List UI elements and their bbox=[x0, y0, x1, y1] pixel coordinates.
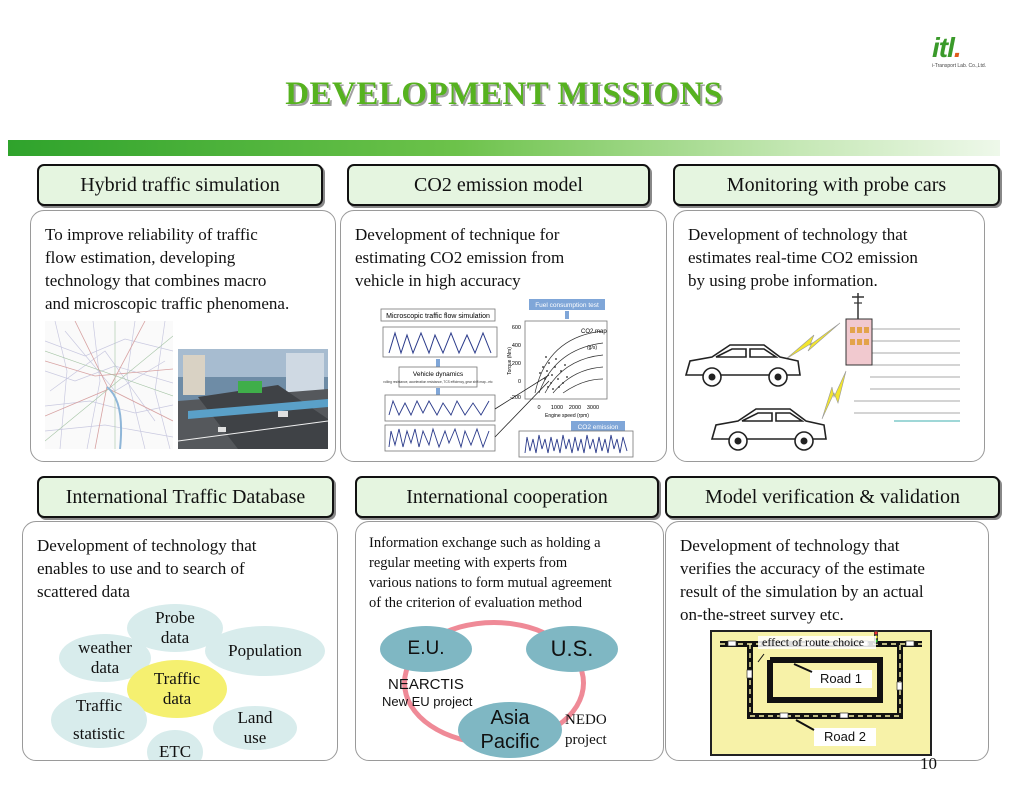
verification-description: Development of technology that verifies … bbox=[680, 536, 925, 624]
route-choice-map: effect of route choice Road 1 Road 2 bbox=[710, 630, 932, 756]
co2-y-tick: 600 bbox=[512, 325, 521, 331]
engine-speed-label: Engine speed (rpm) bbox=[545, 413, 589, 419]
bubble-population: Population bbox=[205, 626, 325, 676]
road-2-label: Road 2 bbox=[824, 729, 866, 744]
co2-unit-label: (g/s) bbox=[587, 345, 597, 351]
road-1-label: Road 1 bbox=[820, 671, 862, 686]
title-gradient-bar bbox=[8, 140, 1000, 156]
bubble-etc: ETC bbox=[147, 730, 203, 760]
panel-co2-emission-model: Development of technique for estimating … bbox=[340, 210, 667, 462]
panel-hybrid-traffic-simulation: To improve reliability of traffic flow e… bbox=[30, 210, 336, 462]
panel-international-cooperation: Information exchange such as holding a r… bbox=[355, 521, 664, 761]
heading-co2-emission-model: CO2 emission model bbox=[347, 164, 650, 206]
co2-emission-label: CO2 emission bbox=[578, 424, 619, 431]
probe-description: Development of technology that estimates… bbox=[688, 225, 918, 290]
heading-international-cooperation: International cooperation bbox=[355, 476, 659, 518]
co2-x-tick: 2000 bbox=[569, 405, 581, 411]
heading-model-verification-validation: Model verification & validation bbox=[665, 476, 1000, 518]
vehicle-dynamics-sub: rolling resistance, acceleration resista… bbox=[383, 380, 493, 384]
co2-x-tick: 0 bbox=[537, 405, 540, 411]
logo-subtitle: i-Transport Lab. Co.,Ltd. bbox=[932, 63, 987, 69]
cooperation-description: Information exchange such as holding a r… bbox=[369, 535, 612, 611]
company-logo: itl. i-Transport Lab. Co.,Ltd. bbox=[932, 34, 1000, 74]
co2-x-tick: 1000 bbox=[551, 405, 563, 411]
database-description: Development of technology that enables t… bbox=[37, 536, 257, 601]
torque-axis-label: Torque (Nm) bbox=[507, 347, 513, 375]
hybrid-description: To improve reliability of traffic flow e… bbox=[45, 225, 290, 313]
heading-hybrid-traffic-simulation: Hybrid traffic simulation bbox=[37, 164, 323, 206]
co2-y-tick: 0 bbox=[518, 379, 521, 385]
micro-sim-label: Microscopic traffic flow simulation bbox=[386, 313, 490, 320]
macro-network-map bbox=[45, 321, 173, 449]
page-number: 10 bbox=[920, 754, 937, 773]
co2-model-figure: Microscopic traffic flow simulation Vehi… bbox=[380, 299, 634, 458]
micro-simulation-screenshot bbox=[178, 349, 328, 449]
node-eu: E.U. bbox=[380, 626, 472, 672]
panel-model-verification-validation: Development of technology that verifies … bbox=[665, 521, 989, 761]
co2-description: Development of technique for estimating … bbox=[355, 225, 565, 290]
node-us: U.S. bbox=[526, 626, 618, 672]
heading-international-traffic-database: International Traffic Database bbox=[37, 476, 334, 518]
co2-y-tick: 200 bbox=[512, 361, 521, 367]
route-choice-caption: effect of route choice bbox=[762, 635, 864, 649]
co2-x-tick: 3000 bbox=[587, 405, 599, 411]
co2-y-tick: 400 bbox=[512, 343, 521, 349]
logo-mark: itl. bbox=[932, 32, 962, 63]
panel-monitoring-probe-cars: Development of technology that estimates… bbox=[673, 210, 985, 462]
heading-monitoring-probe-cars: Monitoring with probe cars bbox=[673, 164, 1000, 206]
vehicle-dynamics-label: Vehicle dynamics bbox=[413, 371, 464, 378]
nearctis-sub-label: New EU project bbox=[382, 694, 473, 709]
probe-cars-illustration bbox=[684, 293, 960, 451]
page-title: DEVELOPMENT MISSIONS bbox=[285, 76, 723, 112]
nearctis-label: NEARCTIS bbox=[388, 676, 464, 693]
co2-y-tick: -200 bbox=[510, 395, 521, 401]
fuel-test-label: Fuel consumption test bbox=[535, 302, 599, 309]
panel-international-traffic-database: Development of technology that enables t… bbox=[22, 521, 338, 761]
